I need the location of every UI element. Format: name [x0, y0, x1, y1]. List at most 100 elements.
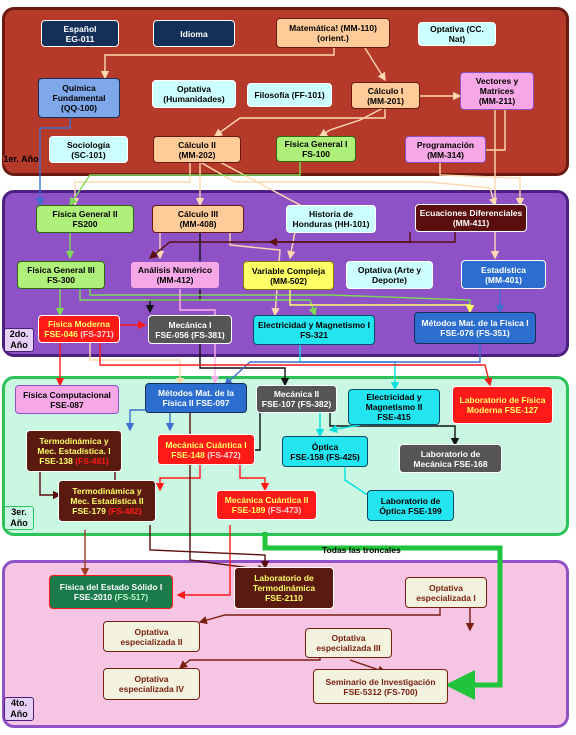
node-filosofia[interactable]: Filosofía (FF-101) [247, 83, 332, 107]
node-laboratorio-mecanica-line2: Mecánica FSE-168 [413, 458, 488, 469]
node-laboratorio-mecanica[interactable]: Laboratorio de Mecánica FSE-168 [399, 444, 502, 473]
node-mecanica-1-line2: FSE-056 (FS-381) [155, 329, 225, 340]
node-termodinamica-2-code: FSE-179 [72, 506, 106, 516]
node-optica-line2: FSE-158 (FS-425) [290, 451, 360, 462]
node-optativa-arte-line1: Optativa (Arte y [357, 265, 422, 275]
node-optativa-especializada-1-line2: especializada I [416, 592, 476, 603]
node-optica-line1: Óptica [311, 441, 339, 452]
node-ecuaciones-line1: Ecuaciones Diferenciales [419, 208, 523, 218]
node-electricidad-magnetismo-2[interactable]: Electricidad y Magnetismo II FSE-415 [348, 389, 440, 425]
node-estadistica[interactable]: Estadística (MM-401) [461, 260, 546, 289]
year-label-4: 4to. Año [4, 697, 34, 721]
node-laboratorio-optica[interactable]: Laboratorio de Óptica FSE-199 [367, 490, 454, 521]
node-quimica[interactable]: Química Fundamental (QQ-100) [38, 78, 120, 118]
node-calculo-3-line2: (MM-408) [179, 219, 217, 229]
node-laboratorio-fisica-moderna-line1: Laboratorio de Física [459, 395, 546, 405]
node-variable-compleja[interactable]: Variable Compleja (MM-502) [243, 261, 334, 290]
year-label-2: 2do. Año [4, 328, 34, 352]
node-fisica-general-2-line2: FS200 [72, 219, 98, 229]
node-optativa-especializada-2[interactable]: Optativa especializada II [103, 621, 200, 652]
node-matematica-line2: (orient.) [317, 33, 349, 43]
node-fisica-moderna-oldcode: (FS-371) [80, 329, 114, 339]
node-fisica-moderna[interactable]: Física Moderna FSE-046 (FS-371) [38, 315, 120, 343]
node-espanol-line1: Español [63, 23, 97, 34]
node-optativa-ccnat[interactable]: Optativa (CC. Nat) [418, 22, 496, 46]
node-fisica-computacional[interactable]: Física Computacional FSE-087 [15, 385, 119, 414]
node-vectores-line1: Vectores y [475, 76, 519, 86]
node-optativa-especializada-3-line1: Optativa [331, 633, 366, 643]
node-analisis-numerico[interactable]: Análisis Numérico (MM-412) [130, 261, 220, 289]
node-calculo-2[interactable]: Cálculo II (MM-202) [153, 136, 241, 163]
node-optativa-humanidades[interactable]: Optativa (Humanidades) [152, 80, 236, 108]
node-metodos-2[interactable]: Métodos Mat. de la Física II FSE-097 [145, 383, 247, 413]
node-programacion[interactable]: Programación (MM-314) [405, 136, 486, 163]
node-fisica-general-1[interactable]: Física General I FS-100 [276, 136, 356, 162]
node-optativa-especializada-4[interactable]: Optativa especializada IV [103, 668, 200, 700]
node-fisica-estado-solido[interactable]: Física del Estado Sólido I FSE-2010 (FS-… [49, 575, 173, 609]
node-laboratorio-termodinamica-line1: Laboratorio de [254, 573, 314, 583]
node-mecanica-cuantica-2-line1: Mecánica Cuántica II [224, 495, 309, 505]
node-electricidad-magnetismo-2-line1: Electricidad y [366, 392, 422, 402]
node-fisica-estado-solido-line2: FSE-2010 (FS-517) [74, 592, 148, 602]
node-variable-compleja-line2: (MM-502) [270, 275, 307, 286]
node-mecanica-cuantica-1[interactable]: Mecánica Cuántica I FSE-148 (FS-472) [157, 434, 255, 465]
node-mecanica-1[interactable]: Mecánica I FSE-056 (FS-381) [148, 315, 232, 344]
node-termodinamica-2[interactable]: Termodinámica y Mec. Estadística II FSE-… [58, 480, 156, 522]
node-programacion-line2: (MM-314) [427, 149, 464, 160]
node-optativa-especializada-3[interactable]: Optativa especializada III [305, 628, 392, 658]
node-metodos-2-line2: Física II FSE-097 [162, 398, 230, 408]
node-mecanica-cuantica-1-line1: Mecánica Cuántica I [165, 439, 247, 450]
node-optativa-humanidades-line2: (Humanidades) [163, 94, 225, 104]
node-termodinamica-1-line3: FSE-138 (FS-481) [39, 456, 108, 466]
node-fisica-estado-solido-oldcode: (FS-517) [114, 592, 149, 602]
node-espanol[interactable]: Español EG-011 [41, 20, 119, 47]
node-mecanica-1-line1: Mecánica I [168, 319, 212, 330]
node-optativa-especializada-1-line1: Optativa [428, 582, 463, 593]
node-historia[interactable]: Historia de Honduras (HH-101) [286, 205, 376, 233]
node-seminario-investigacion[interactable]: Seminario de Investigación FSE-5312 (FS-… [313, 669, 448, 704]
node-mecanica-cuantica-2[interactable]: Mecánica Cuántica II FSE-189 (FS-473) [216, 490, 317, 520]
node-electricidad-magnetismo-1-line2: FS-321 [300, 330, 328, 340]
node-vectores[interactable]: Vectores y Matrices (MM-211) [460, 72, 534, 110]
node-calculo-2-line2: (MM-202) [178, 149, 216, 160]
node-matematica-line1: Matemática! (MM-110) [289, 23, 377, 33]
node-mecanica-cuantica-2-line2: FSE-189 (FS-473) [232, 505, 301, 515]
node-fisica-estado-solido-line1: Física del Estado Sólido I [59, 582, 163, 592]
node-termodinamica-2-line2: Mec. Estadística II [70, 496, 144, 506]
node-fisica-general-2-line1: Física General II [52, 209, 118, 219]
node-ecuaciones[interactable]: Ecuaciones Diferenciales (MM-411) [415, 204, 527, 232]
node-idioma[interactable]: Idioma [153, 20, 235, 47]
node-variable-compleja-line1: Variable Compleja [251, 265, 326, 276]
node-seminario-investigacion-oldcode: (FS-700) [384, 686, 418, 697]
node-laboratorio-fisica-moderna-line2: Moderna FSE-127 [466, 405, 539, 415]
node-sociologia-line2: (SC-101) [71, 149, 106, 160]
node-sociologia[interactable]: Sociología (SC-101) [49, 136, 128, 163]
node-fisica-general-3[interactable]: Física General III FS-300 [17, 261, 105, 289]
node-mecanica-cuantica-2-code: FSE-189 [231, 505, 266, 515]
node-fisica-moderna-code: FSE-046 [44, 329, 78, 339]
node-electricidad-magnetismo-1[interactable]: Electricidad y Magnetismo I FS-321 [253, 315, 375, 345]
node-fisica-general-2[interactable]: Física General II FS200 [36, 205, 134, 233]
node-optativa-arte[interactable]: Optativa (Arte y Deporte) [346, 261, 433, 289]
troncales-label: Todas las troncales [322, 545, 401, 555]
node-fisica-computacional-line1: Física Computacional [23, 389, 111, 400]
node-vectores-line2: Matrices [479, 86, 515, 96]
node-optativa-especializada-1[interactable]: Optativa especializada I [405, 577, 487, 608]
node-mecanica-2[interactable]: Mecánica II FSE-107 (FS-382) [256, 385, 337, 413]
node-laboratorio-termodinamica[interactable]: Laboratorio de Termodinámica FSE-2110 [234, 567, 334, 609]
node-fisica-moderna-line1: Física Moderna [48, 319, 110, 329]
node-optativa-especializada-4-line2: especializada IV [118, 684, 185, 694]
node-analisis-numerico-line1: Análisis Numérico [137, 265, 213, 275]
node-calculo-1[interactable]: Cálculo I (MM-201) [351, 82, 420, 109]
node-analisis-numerico-line2: (MM-412) [156, 275, 194, 285]
node-metodos-1[interactable]: Métodos Mat. de la Física I FSE-076 (FS-… [414, 312, 536, 344]
node-optica[interactable]: Óptica FSE-158 (FS-425) [282, 436, 368, 467]
node-optativa-especializada-3-line2: especializada III [316, 643, 381, 653]
node-termodinamica-1-line1: Termodinámica y [39, 436, 109, 446]
node-matematica[interactable]: Matemática! (MM-110) (orient.) [276, 18, 390, 48]
node-laboratorio-fisica-moderna[interactable]: Laboratorio de Física Moderna FSE-127 [452, 386, 553, 424]
node-calculo-3[interactable]: Cálculo III (MM-408) [152, 205, 244, 233]
node-fisica-estado-solido-code: FSE-2010 [73, 592, 113, 602]
node-termodinamica-1[interactable]: Termodinámica y Mec. Estadística. I FSE-… [26, 430, 122, 472]
year-label-1: 1er. Año [3, 154, 39, 166]
